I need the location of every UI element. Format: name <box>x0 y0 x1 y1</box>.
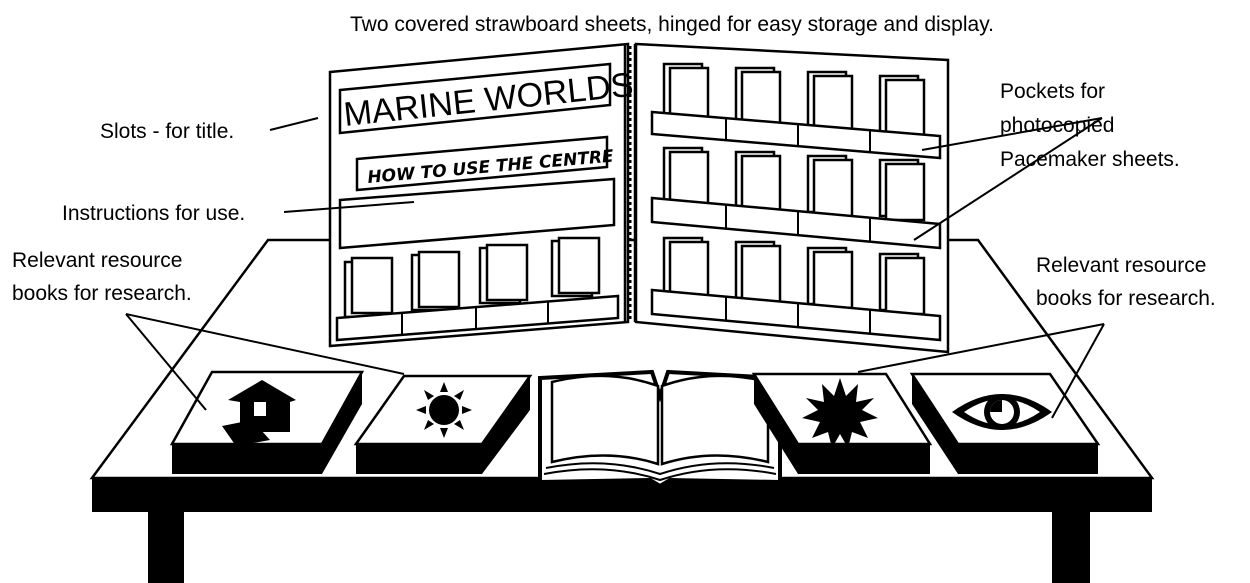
label-resource-right-line2: books for research. <box>1036 287 1216 310</box>
top-caption: Two covered strawboard sheets, hinged fo… <box>350 13 994 36</box>
label-resource-left-line2: books for research. <box>12 282 192 305</box>
sun-icon <box>416 382 472 438</box>
label-pockets-line3: Pacemaker sheets. <box>1000 148 1180 171</box>
table-leg-left <box>148 510 184 583</box>
label-pockets-line2: photocopied <box>1000 114 1114 137</box>
leader-slots <box>270 118 318 130</box>
label-instructions: Instructions for use. <box>62 202 245 225</box>
label-pockets-line1: Pockets for <box>1000 80 1105 103</box>
display-board-left-panel: MARINE WORLDS HOW TO USE THE CENTRE <box>330 44 635 346</box>
label-resource-left-line1: Relevant resource <box>12 249 182 272</box>
label-slots: Slots - for title. <box>100 120 234 143</box>
table-front-edge <box>92 478 1152 512</box>
label-resource-right-line1: Relevant resource <box>1036 254 1206 277</box>
table-leg-right <box>1052 510 1090 583</box>
display-board-right-panel <box>636 44 948 352</box>
